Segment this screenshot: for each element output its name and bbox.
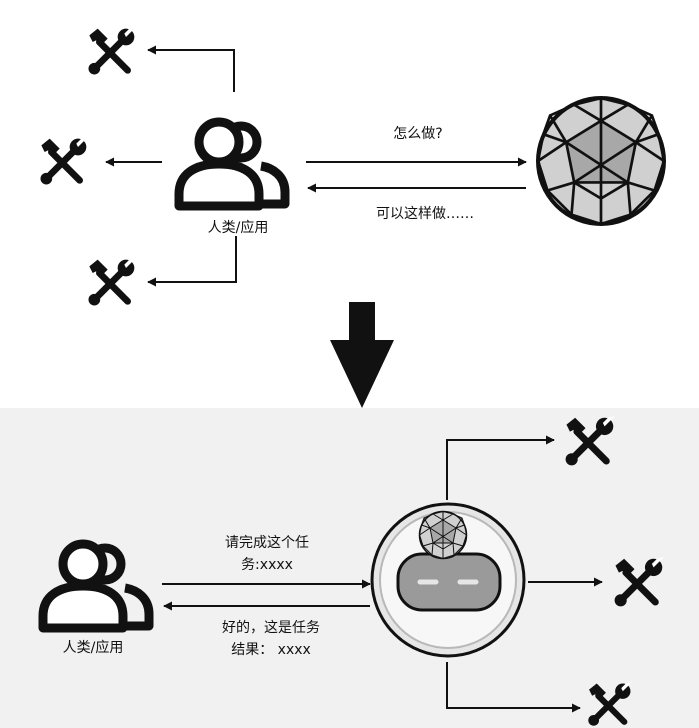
top-users-icon bbox=[179, 122, 285, 206]
bottom-request-line2: 务:xxxx bbox=[241, 557, 293, 573]
bottom-request-line1: 请完成这个任 bbox=[225, 534, 309, 551]
robot-geodesic-icon bbox=[418, 510, 468, 560]
model-geodesic-icon bbox=[538, 98, 664, 224]
bottom-branch-arrow-down bbox=[446, 662, 581, 713]
top-branch-arrow-down bbox=[147, 236, 237, 287]
top-request-label: 怎么做? bbox=[393, 126, 442, 142]
top-diagram: 人类/应用 怎么做? 可以这样做…… bbox=[41, 27, 664, 306]
top-response-label: 可以这样做…… bbox=[376, 205, 474, 222]
agent-robot-icon bbox=[370, 502, 526, 658]
bottom-diagram: 人类/应用 请完成这个任 务:xxxx 好的，这是任务 结果： xxxx bbox=[43, 416, 664, 726]
top-user-label: 人类/应用 bbox=[208, 219, 269, 236]
bottom-user-label: 人类/应用 bbox=[63, 639, 124, 656]
bottom-response-line2: 结果： xxxx bbox=[231, 642, 311, 658]
top-branch-arrow-up bbox=[147, 45, 235, 92]
tools-icon bbox=[41, 137, 89, 185]
tools-icon bbox=[89, 27, 137, 75]
tools-icon bbox=[89, 258, 137, 306]
bottom-branch-arrow-up bbox=[446, 435, 555, 500]
bottom-response-line1: 好的，这是任务 bbox=[222, 619, 320, 636]
transition-down-arrow-icon bbox=[330, 302, 394, 408]
